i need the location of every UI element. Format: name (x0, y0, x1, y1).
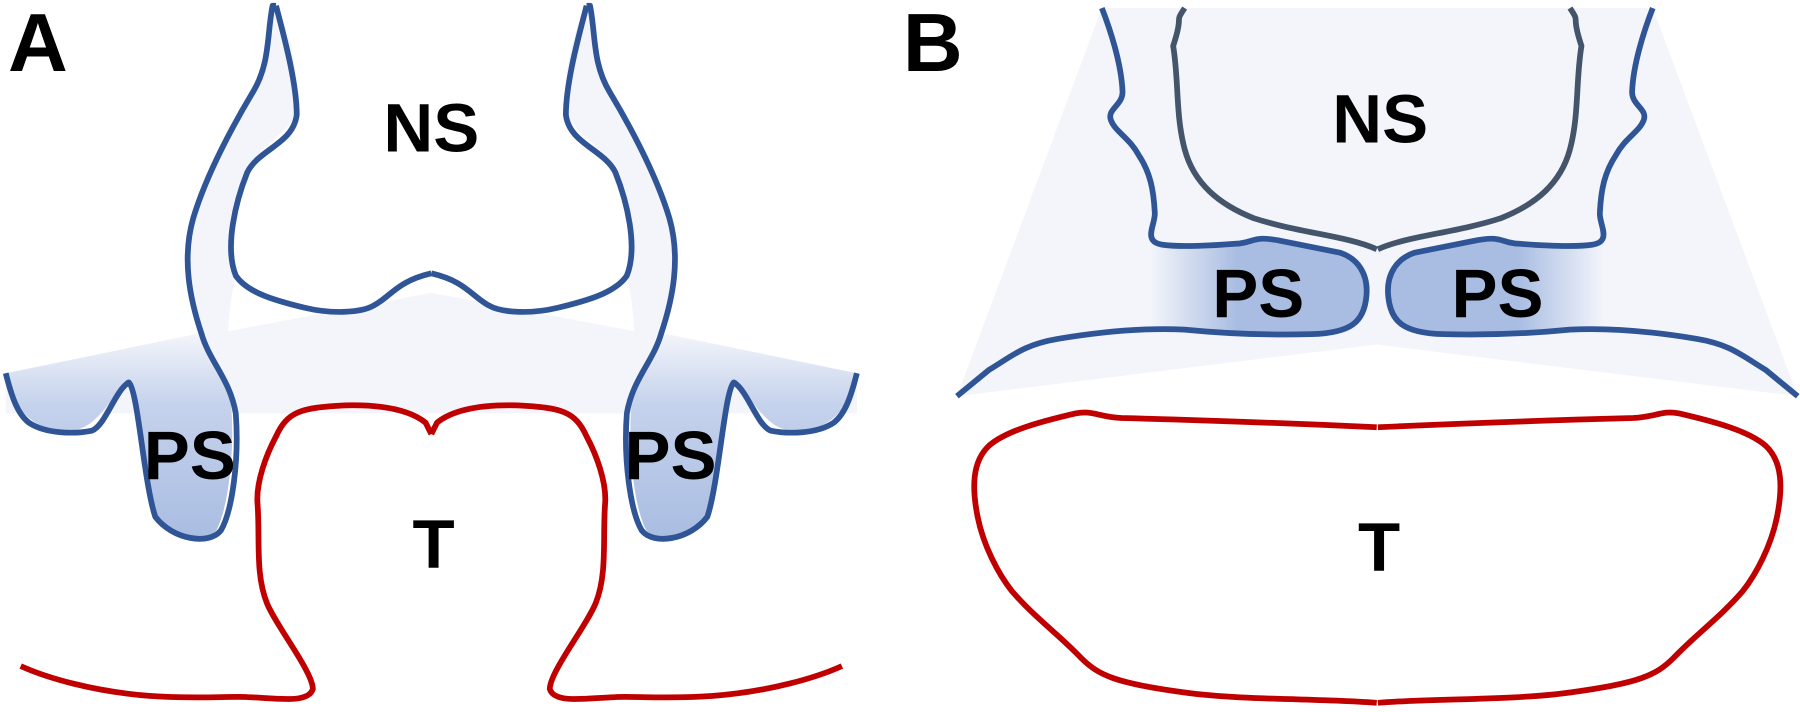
epithelium-right-b (1385, 6, 1800, 399)
nasal-process-fill-left-a (187, 5, 298, 397)
palatal-shelf-fill-right-b (1387, 238, 1605, 335)
epithelium-outer-right-a (586, 2, 860, 542)
tongue-outline-a (19, 402, 844, 702)
epithelium-inner-right-a (430, 5, 635, 315)
panel-letter-a: A (8, 0, 68, 89)
left-half-b (955, 6, 1378, 399)
nasal-septum-left-b (1170, 6, 1378, 252)
panel-b: B NS PS PS T (903, 0, 1800, 706)
palatal-shelf-fill-right-a (630, 333, 857, 539)
nasal-process-fill-right-a (564, 5, 675, 397)
label-tongue-a: T (413, 505, 455, 582)
label-palatal-shelf-right-a: PS (625, 417, 717, 494)
label-palatal-shelf-right-b: PS (1451, 255, 1543, 332)
left-half-a (2, 2, 432, 542)
palatal-shelf-fill-left-a (5, 333, 233, 539)
epithelium-left-b (955, 6, 1370, 399)
right-half-a (430, 2, 860, 542)
label-palatal-shelf-left-a: PS (144, 417, 236, 494)
epithelium-inner-left-a (228, 5, 432, 315)
label-nasal-septum-a: NS (383, 90, 479, 167)
right-half-b (1376, 6, 1800, 399)
panel-letter-b: B (903, 0, 963, 89)
tongue-outline-b (971, 409, 1784, 706)
mesenchyme-fan-b (956, 8, 1798, 397)
label-tongue-b: T (1358, 509, 1400, 586)
label-nasal-septum-b: NS (1332, 80, 1428, 157)
nasal-septum-right-b (1376, 6, 1585, 252)
palatal-shelf-fill-left-b (1150, 238, 1367, 335)
label-palatal-shelf-left-b: PS (1212, 255, 1304, 332)
panel-a: A NS PS PS T (2, 0, 860, 702)
epithelium-outer-left-a (2, 2, 277, 542)
